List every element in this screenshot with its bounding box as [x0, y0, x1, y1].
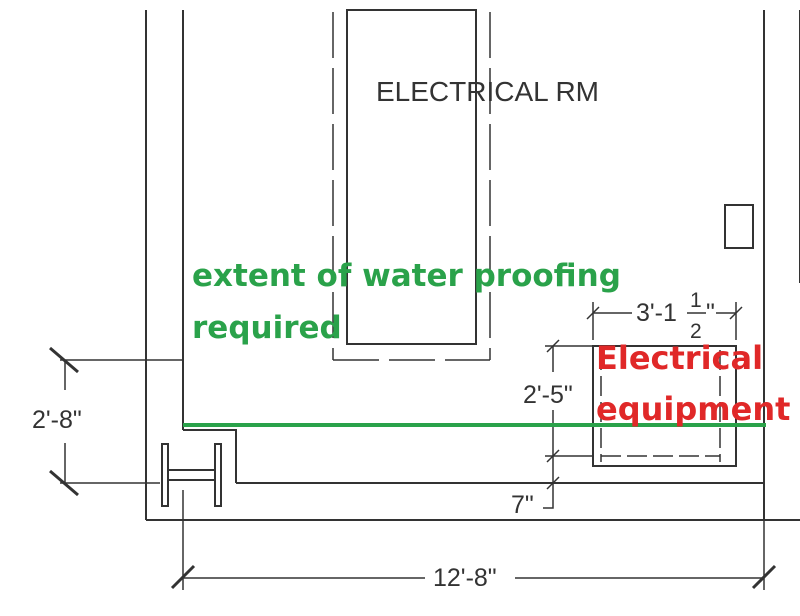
- equipment-note-line1: Electrical: [596, 339, 763, 377]
- waterproofing-note-line1: extent of water proofing: [192, 258, 621, 294]
- dashed-clearance-outline: [332, 12, 491, 361]
- dimension-bottom-width: [170, 490, 777, 590]
- dimension-equipment-width-frac-den: 2: [690, 320, 702, 343]
- room-label: ELECTRICAL RM: [376, 76, 599, 107]
- center-pad: [346, 9, 477, 345]
- dimension-equipment-depth-label: 2'-5": [523, 381, 573, 409]
- dimension-equipment-width: [586, 302, 743, 340]
- dimension-left-height-label: 2'-8": [32, 406, 82, 434]
- column-i-beam: [161, 443, 222, 507]
- equipment-footprint: [592, 345, 737, 467]
- dimension-bottom-width-label: 12'-8": [433, 564, 497, 592]
- waterproofing-note-line2: required: [192, 310, 342, 346]
- wall-jog: [183, 429, 237, 483]
- dimension-equipment-width-inch: ": [706, 299, 715, 327]
- dimension-equipment-width-whole: 3'-1: [636, 299, 677, 327]
- wall-panel: [724, 204, 754, 249]
- dimension-left-height: [49, 346, 183, 497]
- dimension-equipment-width-frac-num: 1: [690, 289, 702, 312]
- dimension-equipment-depth: [543, 339, 593, 509]
- walls: [145, 10, 800, 521]
- dimension-equipment-offset-label: 7": [511, 491, 534, 519]
- equipment-note-line2: equipment: [596, 390, 790, 428]
